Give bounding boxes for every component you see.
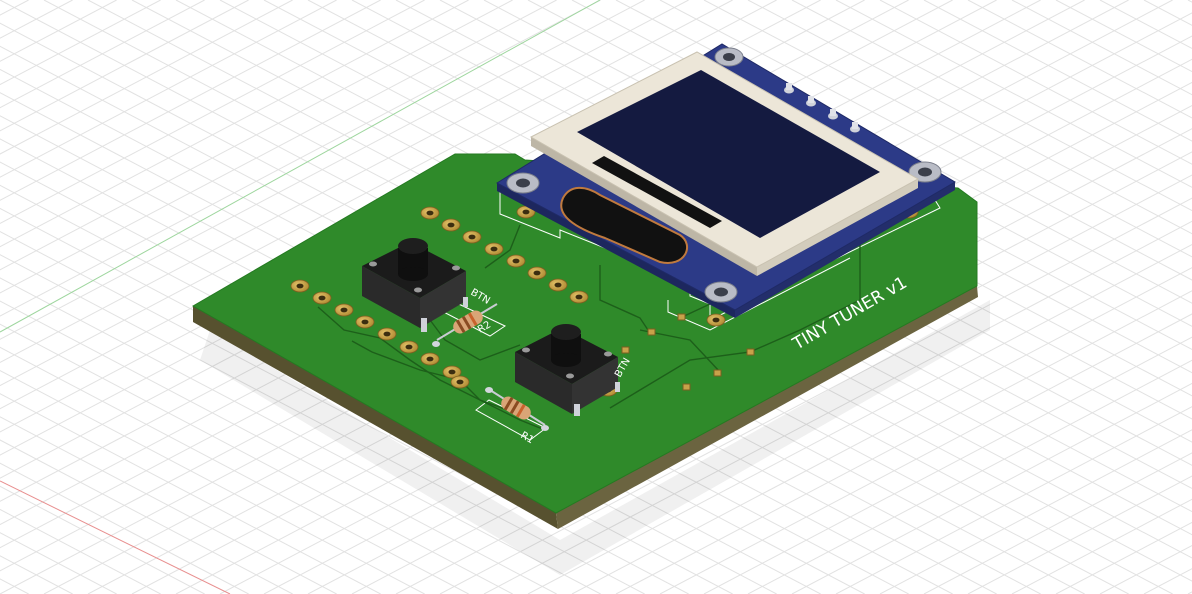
grid-line xyxy=(1187,0,1192,3)
grid-line xyxy=(0,578,29,594)
grid-line xyxy=(923,0,1192,142)
pad-hole xyxy=(340,307,348,313)
grid-line xyxy=(0,323,513,594)
grid-line xyxy=(0,0,249,132)
grid-line xyxy=(0,0,205,109)
pad-hole xyxy=(512,258,520,264)
oled-flex-ribbon xyxy=(560,186,689,264)
grid-line xyxy=(0,277,601,594)
pad-hole xyxy=(383,331,391,337)
oled-carrier-side xyxy=(497,183,735,318)
grid-line xyxy=(0,0,337,178)
grid-line xyxy=(0,0,557,294)
pad-hole xyxy=(426,210,434,216)
pad-hole xyxy=(554,282,562,288)
grid-line xyxy=(0,532,117,594)
board-shadow xyxy=(200,300,990,575)
oled-frame-side xyxy=(531,137,757,276)
grid-line xyxy=(0,0,29,16)
oled-frame-side-right xyxy=(757,179,918,276)
grid-line xyxy=(0,0,469,248)
grid-line xyxy=(0,462,249,594)
pad-hole xyxy=(456,379,464,385)
grid-line xyxy=(0,0,425,225)
grid-line xyxy=(703,0,1192,258)
grid-line xyxy=(703,336,1192,594)
pad-hole xyxy=(490,246,498,252)
y-axis-line xyxy=(0,0,601,333)
pad-hole xyxy=(468,234,476,240)
pad-hole xyxy=(448,369,456,375)
grid-line xyxy=(0,0,293,155)
pcb-edge-right xyxy=(556,286,978,529)
grid-line xyxy=(0,393,381,594)
grid-line xyxy=(0,346,469,594)
grid-line xyxy=(1011,0,1192,96)
grid-line xyxy=(1099,545,1192,594)
pad-hole xyxy=(361,319,369,325)
pad-hole xyxy=(447,222,455,228)
pcb-edge-front xyxy=(193,306,558,529)
grid-line xyxy=(1143,568,1192,594)
grid-line xyxy=(791,0,1192,212)
pad-hole xyxy=(405,344,413,350)
grid-line xyxy=(1055,0,1192,73)
pad-hole xyxy=(522,209,530,215)
oled-carrier-side-right xyxy=(735,182,955,318)
grid-line xyxy=(0,369,425,594)
grid-line xyxy=(659,313,1192,594)
grid-line xyxy=(0,0,513,271)
grid-line xyxy=(0,300,557,594)
grid-line xyxy=(967,0,1192,119)
oled-screen xyxy=(577,70,880,238)
resistor-r2[interactable] xyxy=(432,303,498,347)
grid-line xyxy=(659,0,1192,281)
grid-line xyxy=(0,254,645,594)
grid-line xyxy=(791,382,1192,594)
grid-line xyxy=(1055,521,1192,594)
grid-line xyxy=(0,485,205,594)
grid-line xyxy=(0,416,337,594)
grid-line xyxy=(0,0,117,62)
x-axis-line xyxy=(0,480,231,594)
oled-display-module[interactable] xyxy=(495,43,956,318)
grid-line xyxy=(835,406,1192,594)
square-vias xyxy=(621,313,755,391)
pad-hole xyxy=(426,356,434,362)
grid-line xyxy=(1143,0,1192,26)
resistor-r1[interactable] xyxy=(485,387,549,431)
grid-line xyxy=(0,0,381,201)
oled-mount-holes xyxy=(506,47,942,303)
header-pads xyxy=(290,205,919,397)
grid-line xyxy=(747,359,1192,594)
pad-hole xyxy=(318,295,326,301)
tactile-switch-2[interactable] xyxy=(515,324,620,416)
grid-line xyxy=(1099,0,1192,49)
oled-header-pins xyxy=(784,83,860,133)
grid-line xyxy=(967,475,1192,594)
grid-line xyxy=(835,0,1192,188)
grid-line xyxy=(0,439,293,594)
grid-line xyxy=(879,429,1192,594)
pad-hole xyxy=(533,270,541,276)
grid-line xyxy=(1011,498,1192,594)
grid-line xyxy=(1187,591,1192,594)
pad-hole xyxy=(575,294,583,300)
tactile-switch-1[interactable] xyxy=(362,238,468,332)
pad-hole xyxy=(712,317,720,323)
grid-line xyxy=(879,0,1192,165)
grid-line xyxy=(923,452,1192,594)
pad-hole xyxy=(296,283,304,289)
grid-line xyxy=(747,0,1192,235)
oled-ribbon-slot xyxy=(592,156,722,228)
